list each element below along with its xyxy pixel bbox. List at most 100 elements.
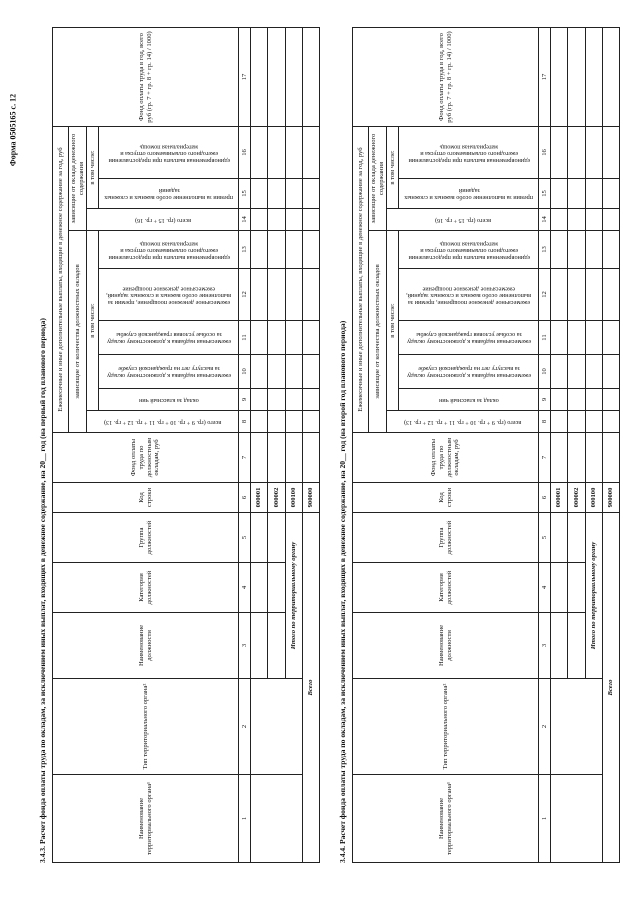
cell[interactable] [285,126,303,179]
cell[interactable] [585,410,603,433]
cell[interactable] [585,208,603,231]
cell[interactable] [602,268,620,321]
cell[interactable] [602,126,620,179]
cell[interactable] [550,208,568,231]
cell[interactable] [602,178,620,209]
cell[interactable] [550,268,568,321]
cell[interactable] [302,27,320,127]
cell[interactable] [285,178,303,209]
cell-group[interactable] [567,512,586,563]
cell[interactable] [302,354,320,389]
cell[interactable] [250,126,268,179]
cell[interactable] [567,126,586,179]
cell[interactable] [267,410,286,433]
cell[interactable] [250,354,268,389]
cell[interactable] [550,230,568,269]
cell[interactable] [302,432,320,483]
cell[interactable] [602,410,620,433]
cell[interactable] [267,27,286,127]
cell[interactable] [267,230,286,269]
cell[interactable] [567,432,586,483]
cell[interactable] [550,178,568,209]
cell[interactable] [285,230,303,269]
cell[interactable] [567,178,586,209]
cell[interactable] [585,320,603,355]
cell[interactable] [550,27,568,127]
cell[interactable] [602,432,620,483]
cell[interactable] [567,268,586,321]
cell-territorial-body[interactable] [250,774,303,863]
cell[interactable] [602,354,620,389]
cell[interactable] [285,410,303,433]
cell[interactable] [567,410,586,433]
cell[interactable] [302,178,320,209]
cell[interactable] [585,27,603,127]
cell[interactable] [302,208,320,231]
cell-position[interactable] [250,612,268,679]
cell[interactable] [585,178,603,209]
cell[interactable] [267,178,286,209]
cell[interactable] [250,432,268,483]
cell[interactable] [267,388,286,411]
cell[interactable] [302,410,320,433]
cell[interactable] [602,230,620,269]
cell[interactable] [585,432,603,483]
cell[interactable] [550,126,568,179]
cell-group[interactable] [267,512,286,563]
cell[interactable] [285,208,303,231]
cell-category[interactable] [250,562,268,613]
cell[interactable] [285,268,303,321]
cell[interactable] [550,354,568,389]
cell[interactable] [285,388,303,411]
cell[interactable] [250,178,268,209]
cell[interactable] [550,432,568,483]
cell[interactable] [285,432,303,483]
cell[interactable] [267,432,286,483]
cell[interactable] [302,388,320,411]
cell-territorial-type[interactable] [250,678,303,775]
cell[interactable] [602,320,620,355]
cell[interactable] [250,268,268,321]
cell[interactable] [567,230,586,269]
cell[interactable] [550,320,568,355]
cell[interactable] [267,320,286,355]
cell[interactable] [285,354,303,389]
cell[interactable] [285,320,303,355]
cell[interactable] [567,388,586,411]
cell[interactable] [602,27,620,127]
cell[interactable] [302,320,320,355]
cell[interactable] [585,230,603,269]
cell[interactable] [550,388,568,411]
cell[interactable] [302,268,320,321]
cell[interactable] [250,388,268,411]
cell[interactable] [267,354,286,389]
cell[interactable] [585,268,603,321]
cell[interactable] [550,410,568,433]
cell[interactable] [250,208,268,231]
cell-position[interactable] [267,612,286,679]
cell[interactable] [585,354,603,389]
cell[interactable] [602,208,620,231]
cell-territorial-type[interactable] [550,678,603,775]
cell[interactable] [250,27,268,127]
cell[interactable] [567,208,586,231]
cell[interactable] [602,388,620,411]
cell[interactable] [250,320,268,355]
cell[interactable] [285,27,303,127]
cell[interactable] [567,354,586,389]
cell-category[interactable] [267,562,286,613]
cell[interactable] [267,208,286,231]
cell-territorial-body[interactable] [550,774,603,863]
cell[interactable] [585,126,603,179]
cell[interactable] [267,268,286,321]
cell[interactable] [567,320,586,355]
cell-group[interactable] [250,512,268,563]
cell-position[interactable] [567,612,586,679]
cell-category[interactable] [567,562,586,613]
cell[interactable] [567,27,586,127]
cell[interactable] [302,230,320,269]
cell-group[interactable] [550,512,568,563]
cell[interactable] [267,126,286,179]
cell[interactable] [302,126,320,179]
cell-category[interactable] [550,562,568,613]
